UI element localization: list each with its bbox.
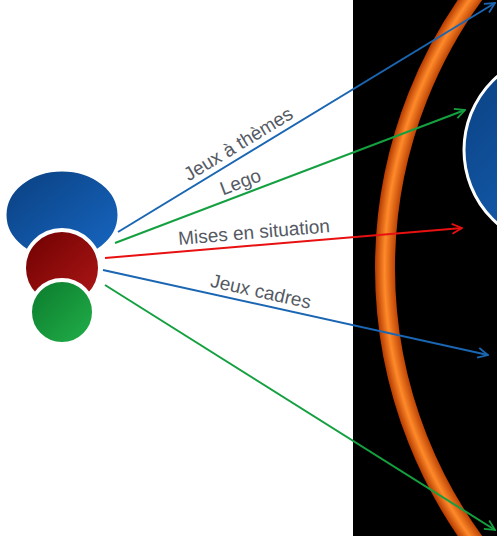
arrow-label: Lego xyxy=(217,165,263,198)
blue-arrow xyxy=(103,270,488,355)
orange-arc xyxy=(385,0,497,536)
arrow-label: Mises en situation xyxy=(177,217,330,249)
green-circle xyxy=(30,280,94,344)
green-arrow xyxy=(105,285,495,530)
blue-arrow xyxy=(118,3,495,232)
blue-target-circle xyxy=(464,52,497,248)
